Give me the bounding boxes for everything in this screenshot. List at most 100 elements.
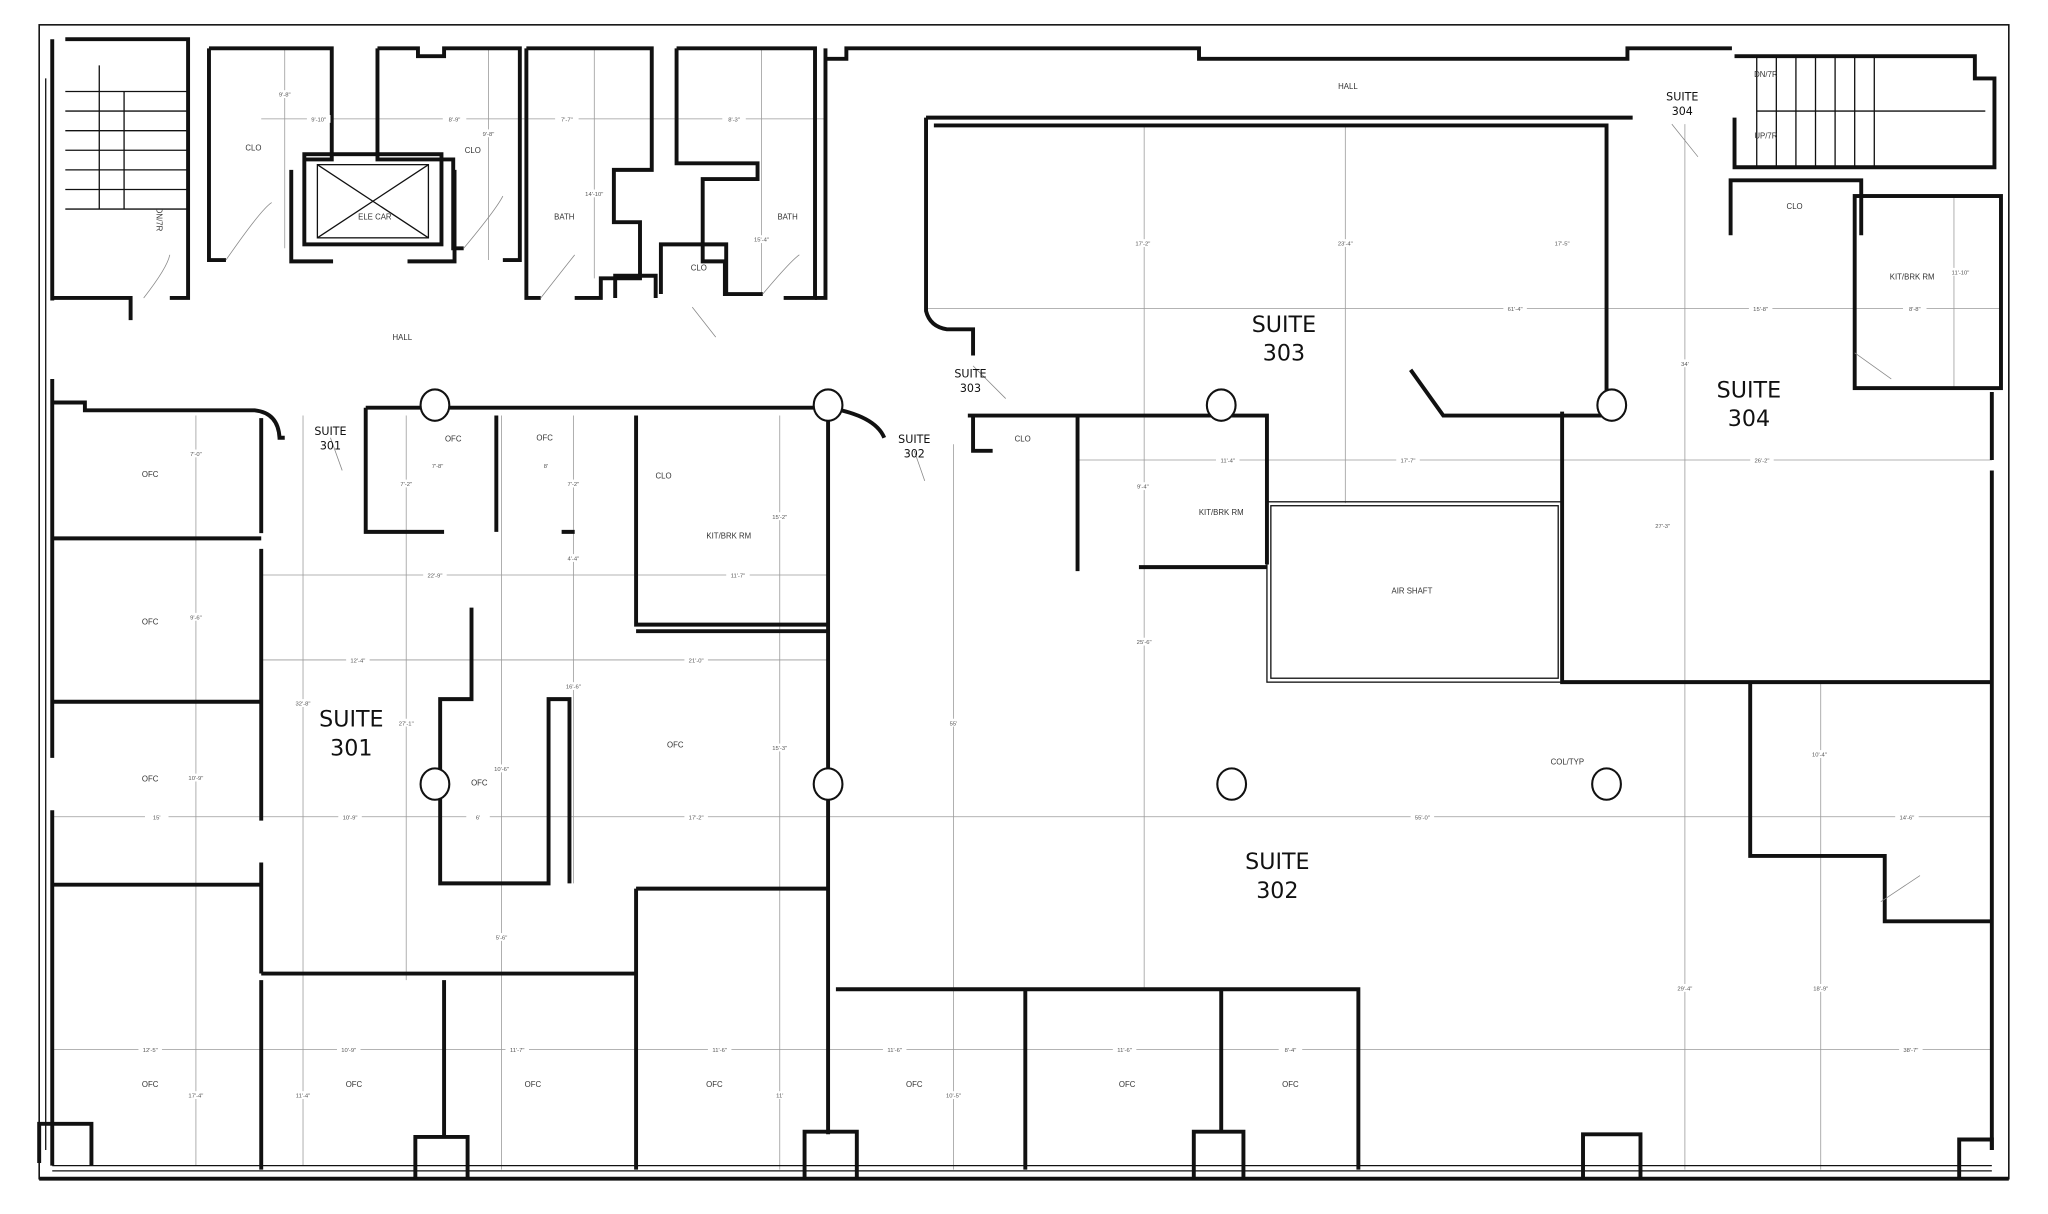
suite-label: SUITE [319,707,383,733]
dimension-label: 7'-0" [190,452,202,458]
dimension-label: 7'-7" [561,118,573,124]
dimension-label: 21'-0" [689,659,704,665]
dimension-labels: 9'-8"9'-10"8'-9"9'-8"7'-7"8'-3"14'-10"15… [138,90,1973,1100]
dimension-label: 55'-0" [1415,815,1430,821]
dimension-label: 14'-10" [585,192,603,198]
suite-door-number: 304 [1672,105,1693,118]
column [812,388,844,422]
dimension-label: 22'-9" [427,574,442,580]
dimension-label: 26'-2" [1754,459,1769,465]
doors [143,123,1921,903]
column [812,767,844,801]
room-label: OFC [906,1080,923,1089]
dimension-label: 16'-6" [566,685,581,691]
room-label: OFC [536,433,553,442]
dimension-label: 25'-6" [1137,640,1152,646]
dimension-label: 10'-9" [341,1048,356,1054]
room-label: OFC [706,1080,723,1089]
room-label: ELE CAR [358,213,392,222]
dimension-label: 15'-4" [754,238,769,244]
dimension-label: 11'-6" [712,1048,726,1054]
suite-label: SUITE [1252,312,1316,338]
dimension-label: 34' [1681,362,1689,368]
dimension-label: 38'-7" [1903,1048,1918,1054]
dimension-label: 15'-3" [772,746,787,752]
suite-door-label: SUITE [314,425,346,438]
column [419,388,451,422]
room-label: OFC [667,740,684,749]
suite-labels: SUITE301SUITE302SUITE303SUITE304SUITE301… [314,91,1781,904]
dimension-label: 11'-6" [887,1048,901,1054]
dimension-label: 29'-4" [1677,987,1692,993]
dimension-label: 9'-10" [311,118,326,124]
column [419,767,451,801]
suite-door-label: SUITE [1666,91,1698,104]
dimension-label: 17'-5" [1555,242,1570,248]
room-label: CLO [655,471,671,480]
dimension-label: 10'-4" [1812,753,1827,759]
dimension-label: 15'-2" [772,515,787,521]
room-label: DN/7R [155,208,164,232]
dimension-label: 15' [153,815,161,821]
suite-label: SUITE [1245,849,1309,875]
dimension-label: 5'-6" [496,936,508,942]
room-label: CLO [1015,435,1031,444]
dimension-label: 27'-1" [399,721,414,727]
columns [419,388,1628,801]
suite-label: SUITE [1717,377,1781,403]
suite-number: 303 [1263,341,1305,367]
room-label: KIT/BRK RM [706,531,751,540]
column [1596,388,1628,422]
dimension-label: 8'-8" [1909,307,1921,313]
room-label: OFC [142,1080,159,1089]
dimension-label: 11'-6" [1117,1048,1131,1054]
walls [37,37,2009,1181]
dimension-label: 7'-8" [432,464,444,470]
suite-door-label: SUITE [898,433,930,446]
room-label: HALL [392,333,412,342]
room-label: OFC [142,774,159,783]
dimension-label: 9'-6" [190,615,202,621]
dimension-label: 17'-2" [689,815,704,821]
room-label: CLO [245,143,261,152]
dimension-label: 4'-4" [568,557,580,563]
dimension-lines [52,48,2001,1170]
suite-number: 304 [1728,406,1770,432]
room-label: COL/TYP [1551,757,1584,766]
room-label: BATH [777,213,798,222]
room-label: OFC [445,435,462,444]
dimension-label: 8'-9" [449,118,461,124]
dimension-label: 10'-6" [494,767,509,773]
column [1205,388,1237,422]
room-label: OFC [142,618,159,627]
room-label: CLO [1787,202,1803,211]
dimension-label: 12'-5" [143,1048,158,1054]
dimension-label: 11'-7" [731,574,745,580]
suite-door-number: 301 [320,440,341,453]
dimension-label: 32'-8" [296,702,311,708]
room-label: OFC [471,778,488,787]
suite-door-number: 302 [904,447,925,460]
dimension-label: 11'-4" [296,1094,310,1100]
dimension-label: 17'-7" [1401,459,1416,465]
suite-number: 302 [1256,878,1298,904]
room-label: HALL [1338,82,1358,91]
dimension-label: 10'-5" [946,1094,961,1100]
dimension-label: 17'-2" [1135,242,1150,248]
dimension-label: 7'-2" [568,482,580,488]
dimension-label: 8' [544,464,548,470]
dimension-label: 9'-8" [483,132,495,138]
dimension-label: 61'-4" [1508,307,1523,313]
room-label: OFC [1119,1080,1136,1089]
column [1216,767,1248,801]
dimension-label: 11'-10" [1952,270,1970,276]
dimension-label: 12'-4" [350,659,365,665]
dimension-label: 7'-2" [400,482,412,488]
room-label: OFC [1282,1080,1299,1089]
dimension-label: 18'-9" [1813,987,1828,993]
room-label: BATH [554,213,575,222]
dimension-label: 11'-7" [510,1048,524,1054]
column [1591,767,1622,801]
